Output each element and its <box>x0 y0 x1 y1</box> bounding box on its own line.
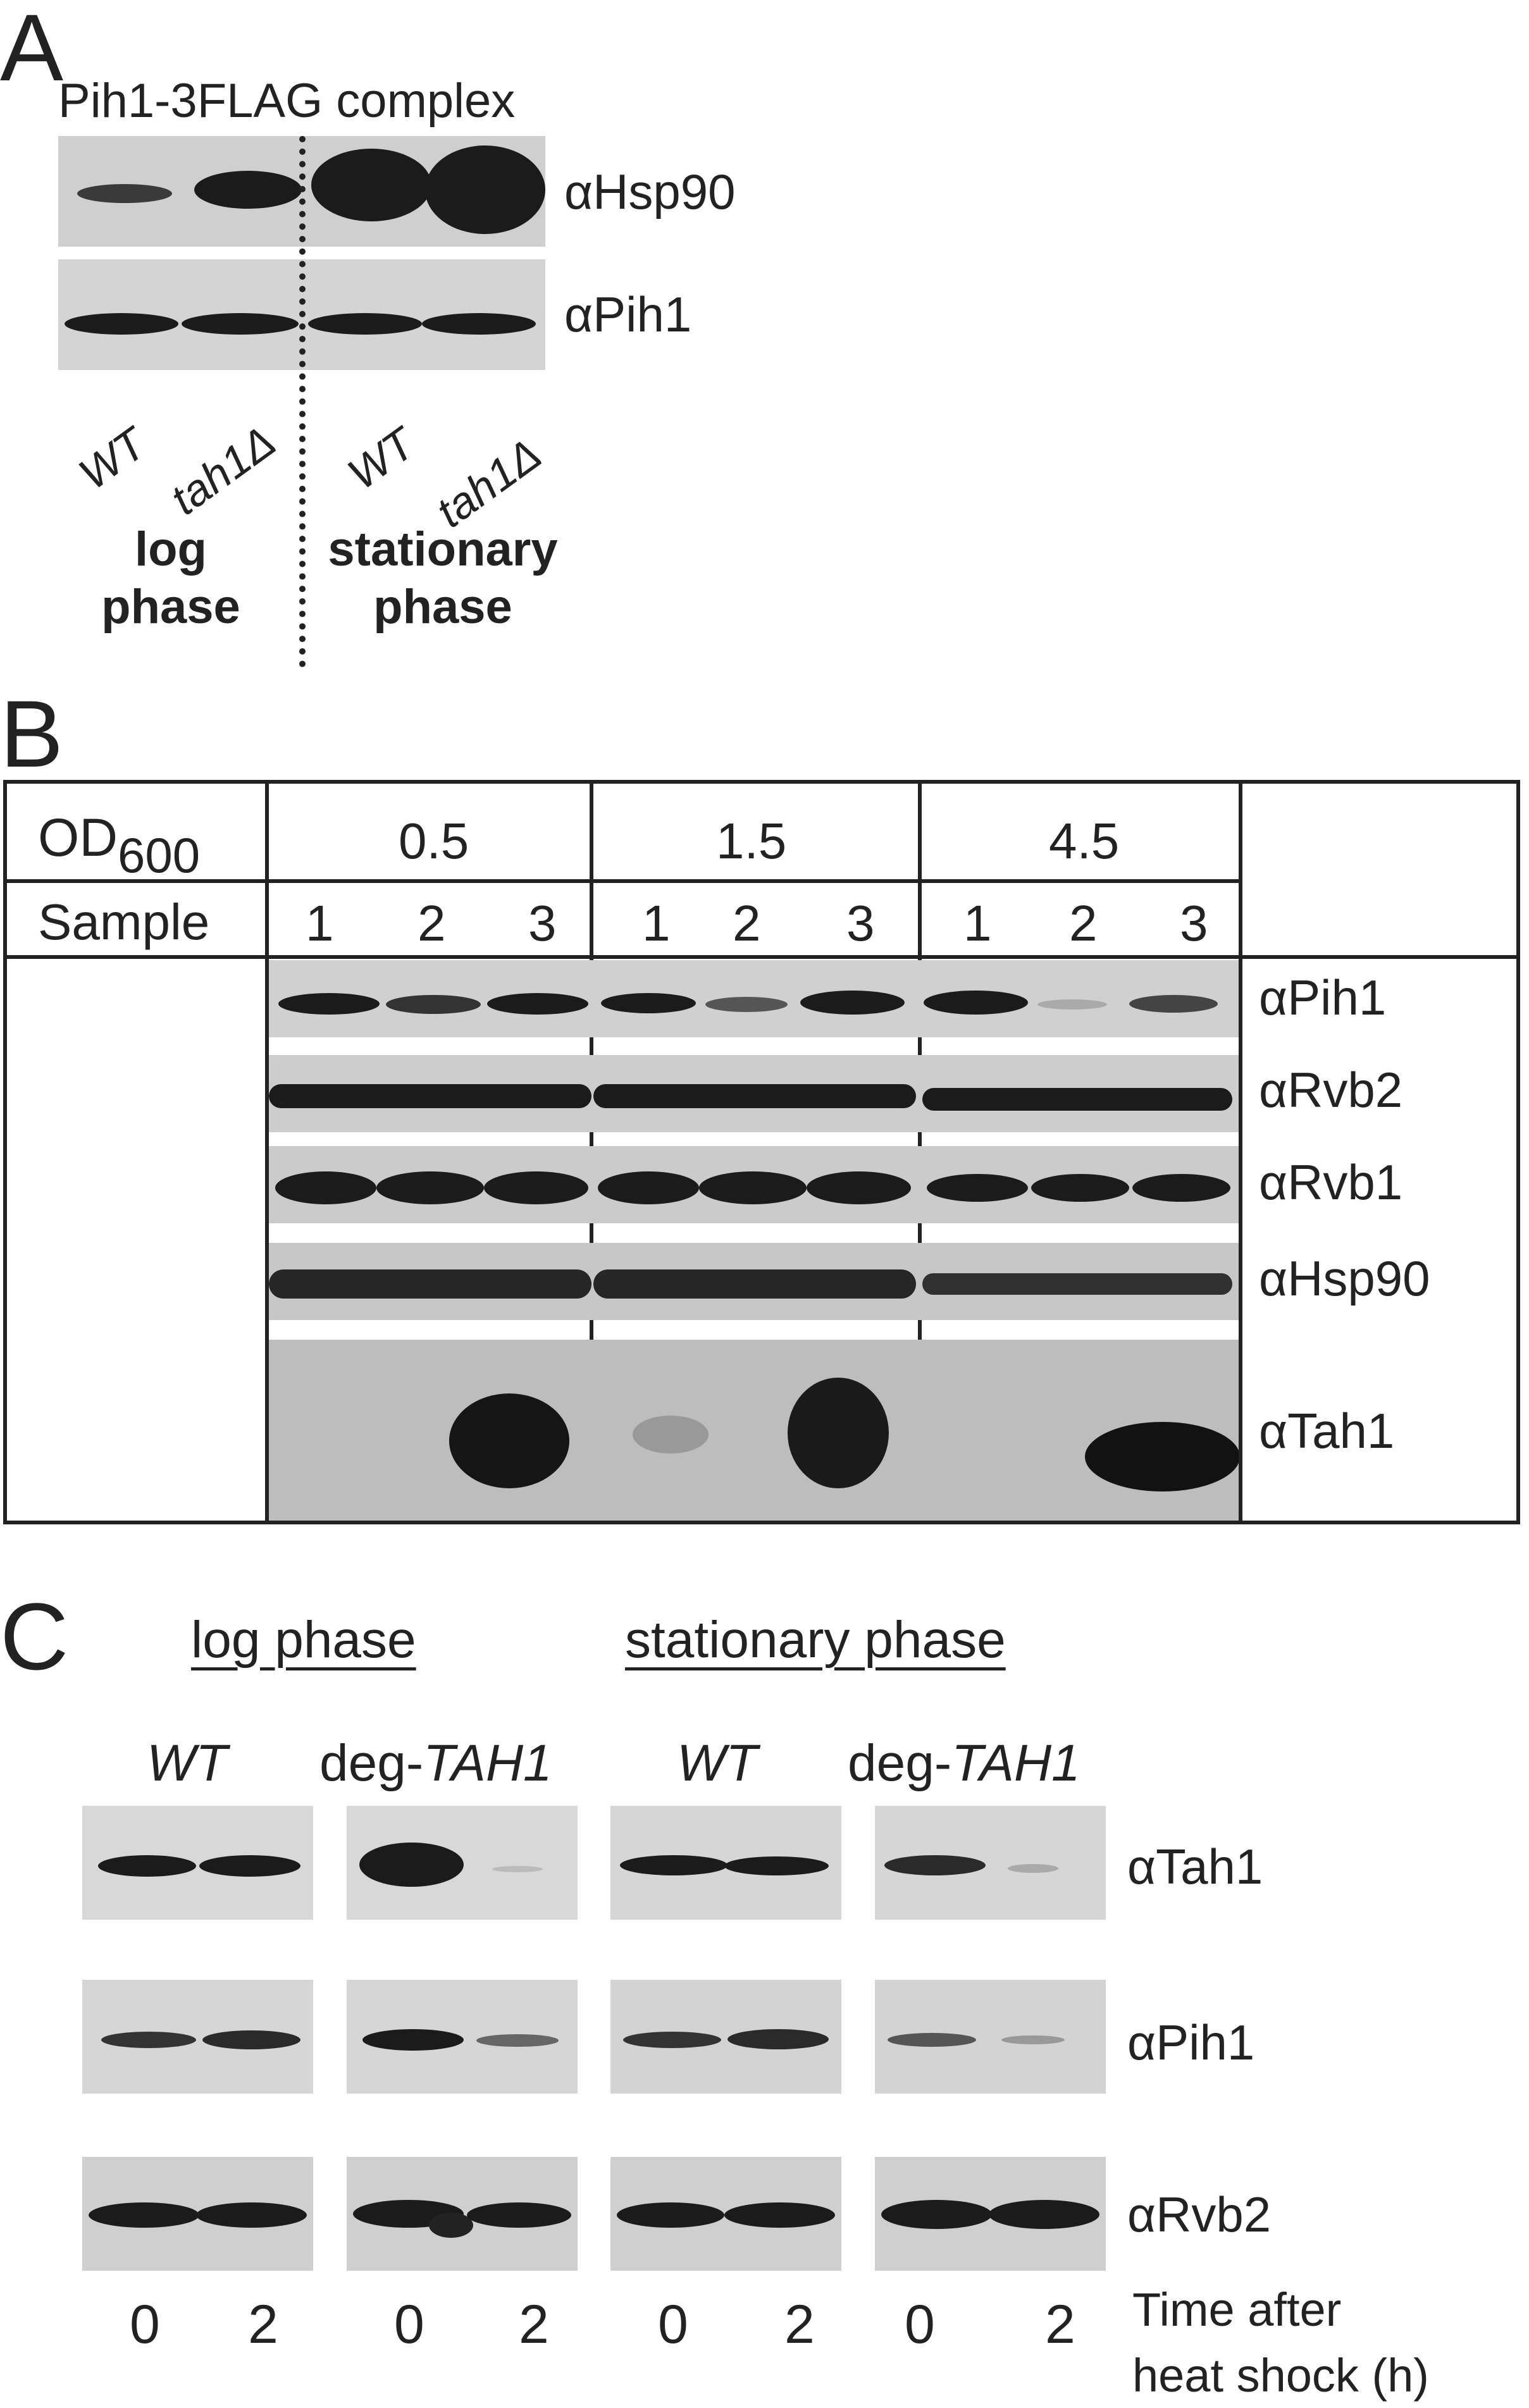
panel-c-strain-3: WT <box>677 1734 758 1792</box>
panel-c-pih1-blot-3 <box>610 1980 841 2094</box>
panel-b-sample-1: 1 <box>306 895 334 951</box>
panel-c-pih1-blot-1 <box>82 1980 313 2094</box>
panel-a-group-log: log phase <box>101 522 240 634</box>
panel-a-lane-2: tah1Δ <box>161 416 285 524</box>
panel-b-sample-4: 1 <box>642 895 671 951</box>
panel-c-time-8: 2 <box>1045 2294 1075 2355</box>
panel-c-ab-rvb2: αRvb2 <box>1127 2187 1272 2242</box>
panel-b-sample-2: 2 <box>418 895 446 951</box>
panel-b-sample-8: 2 <box>1069 895 1098 951</box>
panel-a-ab-hsp90: αHsp90 <box>564 164 736 219</box>
panel-b-sample-6: 3 <box>846 895 875 951</box>
panel-c-ab-pih1: αPih1 <box>1127 2015 1255 2070</box>
panel-b-table <box>3 780 1520 1524</box>
panel-b-od-label: OD600 <box>38 808 201 883</box>
panel-c-time-4: 2 <box>519 2294 549 2355</box>
panel-b-ab-rvb1: αRvb1 <box>1259 1154 1403 1210</box>
panel-c-time-7: 0 <box>905 2294 935 2355</box>
panel-c-pih1-blot-2 <box>347 1980 578 2094</box>
panel-a-letter: A <box>0 0 64 101</box>
panel-a-title: Pih1-3FLAG complex <box>58 74 516 128</box>
panel-c-rvb2-blot-2 <box>347 2157 578 2271</box>
panel-b-sample-9: 3 <box>1180 895 1208 951</box>
panel-a-ab-pih1: αPih1 <box>564 287 692 342</box>
panel-c-tah1-blot-2 <box>347 1806 578 1920</box>
panel-c-letter: C <box>0 1583 69 1689</box>
panel-c-phase-stationary: stationary phase <box>625 1611 1006 1669</box>
panel-b-rvb2-blot <box>269 1055 1239 1132</box>
panel-c-time-2: 2 <box>248 2294 278 2355</box>
panel-c-tah1-blot-1 <box>82 1806 313 1920</box>
panel-a-lane-1: WT <box>70 418 155 499</box>
panel-c-ab-tah1: αTah1 <box>1127 1839 1263 1894</box>
panel-a-divider <box>299 136 306 667</box>
panel-c-time-1: 0 <box>130 2294 160 2355</box>
panel-c-time-6: 2 <box>784 2294 815 2355</box>
panel-c-rvb2-blot-3 <box>610 2157 841 2271</box>
panel-b-pih1-blot <box>269 960 1239 1037</box>
panel-b-letter: B <box>0 681 64 787</box>
panel-a-group-stationary: stationary phase <box>328 522 558 634</box>
panel-c-tah1-blot-3 <box>610 1806 841 1920</box>
panel-c-phase-log: log phase <box>191 1611 416 1669</box>
panel-c-tah1-blot-4 <box>875 1806 1106 1920</box>
panel-a-lane-3: WT <box>338 418 424 499</box>
panel-b-sample-7: 1 <box>963 895 992 951</box>
panel-c-pih1-blot-4 <box>875 1980 1106 2094</box>
panel-b-od-0: 0.5 <box>399 813 469 869</box>
panel-b-od-2: 4.5 <box>1049 813 1120 869</box>
panel-c-rvb2-blot-1 <box>82 2157 313 2271</box>
panel-c-strain-1: WT <box>147 1734 228 1792</box>
panel-b-sample-3: 3 <box>528 895 557 951</box>
panel-b-rvb1-blot <box>269 1146 1239 1223</box>
panel-b-sample-5: 2 <box>733 895 761 951</box>
panel-b-ab-rvb2: αRvb2 <box>1259 1062 1403 1118</box>
panel-b-ab-tah1: αTah1 <box>1259 1403 1395 1459</box>
panel-b-sample-label: Sample <box>38 894 210 950</box>
panel-b-ab-pih1: αPih1 <box>1259 970 1387 1025</box>
panel-c-rvb2-blot-4 <box>875 2157 1106 2271</box>
panel-c-time-5: 0 <box>658 2294 688 2355</box>
panel-b-od-1: 1.5 <box>716 813 787 869</box>
panel-b-tah1-blot <box>269 1340 1239 1521</box>
panel-c-time-3: 0 <box>394 2294 424 2355</box>
panel-b-ab-hsp90: αHsp90 <box>1259 1250 1430 1306</box>
panel-b-hsp90-blot <box>269 1243 1239 1320</box>
panel-c-strain-2: deg-TAH1 <box>319 1734 552 1792</box>
panel-c-strain-4: deg-TAH1 <box>848 1734 1080 1792</box>
panel-c-time-label: Time after heat shock (h) <box>1132 2283 1429 2402</box>
